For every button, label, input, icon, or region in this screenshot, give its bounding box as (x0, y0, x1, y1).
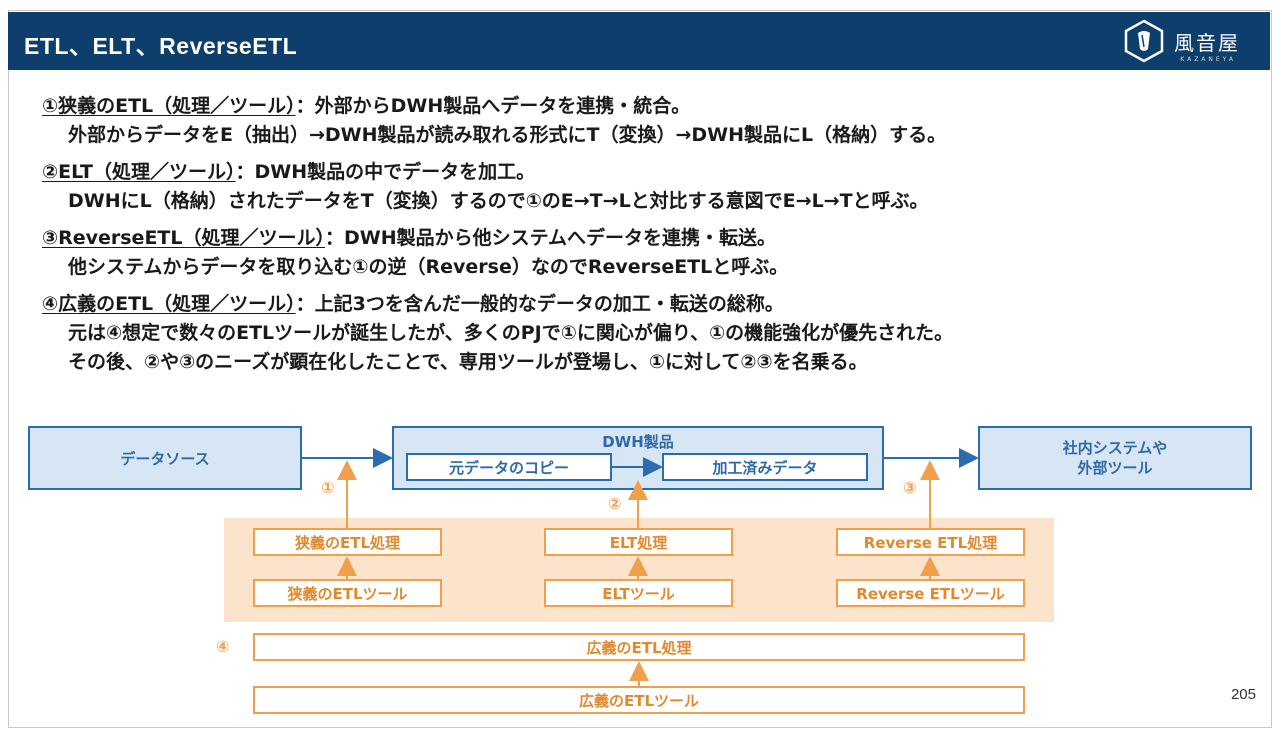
item-heading: ④広義のETL（処理／ツール） (42, 293, 296, 315)
reverse-etl-process-label: Reverse ETL処理 (863, 533, 998, 552)
broad-etl-tool-box: 広義のETLツール (253, 686, 1025, 714)
narrow-etl-process-label: 狭義のETL処理 (294, 533, 401, 552)
item-detail: 外部からデータをE（抽出）→DWH製品が読み取れる形式にT（変換）→DWH製品に… (68, 124, 947, 146)
broad-etl-process-label: 広義のETL処理 (586, 638, 692, 657)
item-detail: 他システムからデータを取り込む①の逆（Reverse）なのでReverseETL… (68, 256, 789, 278)
processed-data-box: 加工済みデータ (662, 453, 868, 481)
slide-title: ETL、ELT、ReverseETL (24, 33, 298, 59)
description-item-4: ④広義のETL（処理／ツール）：上記3つを含んだ一般的なデータの加工・転送の総称… (42, 290, 1262, 377)
item-detail: その後、②や③のニーズが顕在化したことで、専用ツールが登場し、①に対して②③を名… (68, 351, 868, 373)
narrow-etl-tool-box: 狭義のETLツール (253, 579, 442, 607)
data-source-label: データソース (120, 449, 210, 468)
item-heading: ③ReverseETL（処理／ツール） (42, 227, 325, 249)
raw-copy-box: 元データのコピー (406, 453, 612, 481)
elt-tool-box: ELTツール (544, 579, 733, 607)
description-item-1: ①狭義のETL（処理／ツール）：外部からDWH製品へデータを連携・統合。 外部か… (42, 92, 1262, 150)
data-source-box: データソース (28, 426, 302, 490)
reverse-etl-tool-box: Reverse ETLツール (836, 579, 1025, 607)
slide-header: ETL、ELT、ReverseETL 風音屋 KAZANEYA (8, 12, 1270, 70)
item-summary: ：DWH製品の中でデータを加工。 (235, 161, 536, 183)
item-detail: 元は④想定で数々のETLツールが誕生したが、多くのPJで①に関心が偏り、①の機能… (68, 322, 954, 344)
description-list: ①狭義のETL（処理／ツール）：外部からDWH製品へデータを連携・統合。 外部か… (42, 92, 1262, 385)
reverse-etl-process-box: Reverse ETL処理 (836, 528, 1025, 556)
broad-etl-process-box: 広義のETL処理 (253, 633, 1025, 661)
item-summary: ：外部からDWH製品へデータを連携・統合。 (295, 95, 691, 117)
item-detail: DWHにL（格納）されたデータをT（変換）するので①のE→T→Lと対比する意図で… (68, 190, 929, 212)
logo-text: 風音屋 (1174, 30, 1240, 55)
label-num-2: ② (608, 494, 622, 513)
reverse-etl-tool-label: Reverse ETLツール (856, 584, 1005, 603)
narrow-etl-tool-label: 狭義のETLツール (287, 584, 408, 603)
elt-tool-label: ELTツール (602, 584, 675, 603)
page-number: 205 (1230, 686, 1256, 703)
item-heading: ①狭義のETL（処理／ツール） (42, 95, 296, 117)
item-heading: ②ELT（処理／ツール） (42, 161, 236, 183)
company-logo: 風音屋 KAZANEYA (1122, 18, 1240, 64)
broad-etl-tool-label: 広義のETLツール (578, 691, 700, 710)
item-summary: ：DWH製品から他システムへデータを連携・転送。 (325, 227, 777, 249)
elt-process-label: ELT処理 (609, 533, 668, 552)
narrow-etl-process-box: 狭義のETL処理 (253, 528, 442, 556)
target-systems-label: 社内システムや 外部ツール (1062, 439, 1168, 477)
processed-data-label: 加工済みデータ (712, 458, 818, 477)
target-systems-box: 社内システムや 外部ツール (978, 426, 1252, 490)
description-item-2: ②ELT（処理／ツール）：DWH製品の中でデータを加工。 DWHにL（格納）され… (42, 158, 1262, 216)
logo-subtext: KAZANEYA (1180, 56, 1236, 63)
label-num-1: ① (321, 478, 335, 497)
label-num-4: ④ (216, 637, 230, 656)
raw-copy-label: 元データのコピー (448, 458, 569, 477)
item-summary: ：上記3つを含んだ一般的なデータの加工・転送の総称。 (295, 293, 784, 315)
logo-icon (1124, 19, 1164, 63)
dwh-title: DWH製品 (602, 433, 674, 451)
elt-process-box: ELT処理 (544, 528, 733, 556)
description-item-3: ③ReverseETL（処理／ツール）：DWH製品から他システムへデータを連携・… (42, 224, 1262, 282)
label-num-3: ③ (903, 478, 917, 497)
